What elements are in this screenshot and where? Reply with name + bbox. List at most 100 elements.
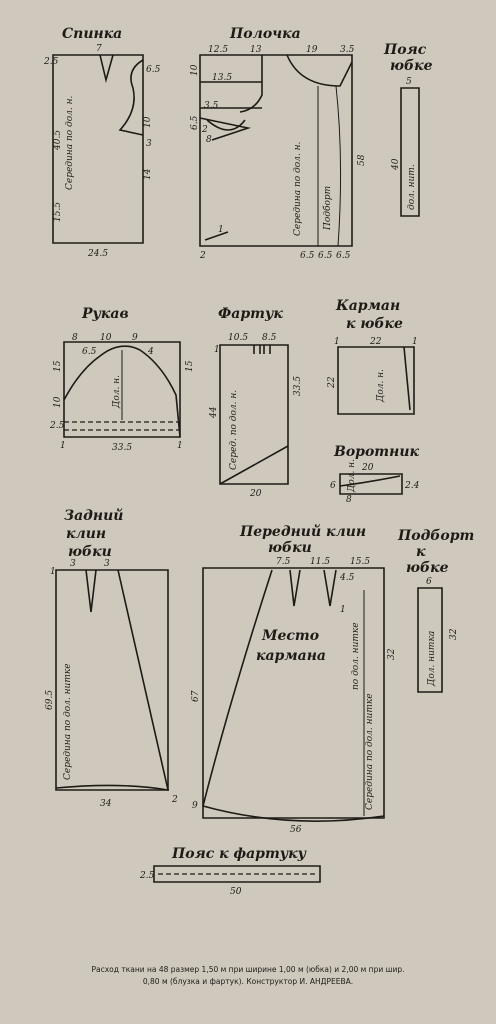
skirt-belt-title-2: юбке: [390, 58, 433, 74]
front-skirt-dim-c: 15.5: [350, 557, 370, 567]
front-armhole: [206, 119, 246, 131]
front-dim-c: 19: [306, 45, 318, 55]
apron-dim-b: 8.5: [262, 333, 277, 343]
back-skirt-dim-b: 3: [104, 559, 110, 569]
back-dim-f: 3: [146, 139, 152, 149]
apron-belt-dim-a: 2.5: [139, 871, 155, 881]
pocket-grain-label: Дол. н.: [376, 369, 386, 403]
footer-line-1: Расход ткани на 48 размер 1,50 м при шир…: [91, 965, 404, 974]
front-dim-p: 2: [201, 125, 208, 135]
sleeve-dim-h: 10: [53, 396, 63, 408]
sleeve-title: Рукав: [81, 306, 129, 322]
skirt-facing-dim-b: 32: [449, 628, 459, 640]
front-skirt-dim-e: 1: [340, 605, 346, 615]
back-armhole: [118, 59, 144, 136]
back-dart: [99, 54, 114, 84]
skirt-facing-dim-a: 6: [426, 577, 432, 587]
back-skirt-piece: Задний клин юбки 3 3 1 69.5 34 2 Середин…: [45, 507, 178, 809]
apron-belt-title: Пояс к фартуку: [171, 846, 307, 862]
sleeve-dim-e: 4: [147, 347, 154, 357]
front-bust-dart: [199, 117, 252, 141]
footer-line-2: 0,80 м (блузка и фартук). Конструктор И.…: [143, 977, 353, 986]
back-skirt-dim-d: 69.5: [45, 690, 55, 710]
sleeve-dim-g: 15: [185, 360, 195, 372]
pocket-title-1: Карман: [335, 298, 400, 314]
skirt-facing-title-2: к: [416, 544, 426, 560]
back-skirt-dart: [85, 569, 97, 613]
front-skirt-side: [202, 569, 385, 822]
front-skirt-pocket-1: Место: [261, 628, 319, 644]
front-skirt-dim-g: 56: [290, 825, 302, 835]
front-skirt-dim-i: 9: [192, 801, 198, 811]
skirt-facing-piece: Подборт к юбке 6 32 Дол. нитка: [397, 528, 474, 693]
sleeve-dim-c: 9: [132, 333, 138, 343]
front-hem-mark: [204, 231, 229, 241]
apron-dim-f: 20: [249, 489, 262, 499]
front-dim-b: 13: [250, 45, 262, 55]
front-grain-label: Середина по дол. н.: [293, 141, 303, 236]
apron-dim-c: 1: [214, 345, 220, 355]
collar-outline: [339, 473, 403, 495]
front-dim-m: 6.5: [318, 251, 333, 261]
apron-piece: Фартук 10.5 8.5 1 44 33.5 20 Серед. по д…: [209, 306, 303, 499]
front-dim-d: 3.5: [340, 45, 355, 55]
back-grain-label: Середина по дол. н.: [65, 95, 75, 190]
back-skirt-grain-label: Середина по дол. нитке: [63, 663, 73, 780]
skirt-belt-outline: [400, 87, 420, 217]
skirt-facing-grain-label: Дол. нитка: [427, 631, 437, 687]
collar-dim-d: 8: [346, 495, 352, 505]
sleeve-dim-d: 6.5: [82, 347, 97, 357]
sleeve-cap: [63, 345, 181, 438]
back-dim-h: 15.5: [53, 202, 63, 222]
front-skirt-dim-h: 32: [387, 648, 397, 660]
apron-belt-outline: [153, 865, 321, 883]
back-dim-a: 7: [96, 44, 102, 54]
front-dim-g: 3.5: [204, 101, 219, 111]
apron-pleats: [253, 345, 271, 354]
collar-title: Воротник: [333, 444, 419, 460]
front-title: Полочка: [229, 26, 301, 42]
sleeve-dim-f: 15: [53, 360, 63, 372]
pocket-dim-a: 1: [334, 337, 340, 347]
front-skirt-pocket-2: кармана: [256, 648, 326, 664]
back-skirt-dim-a: 3: [70, 559, 76, 569]
pocket-side-line: [403, 346, 411, 411]
back-skirt-title-2: клин: [66, 526, 106, 542]
front-facing-line: [335, 85, 342, 247]
apron-belt-piece: Пояс к фартуку 2.5 50: [139, 846, 321, 897]
pocket-dim-d: 22: [327, 376, 337, 389]
sleeve-dim-l: 1: [177, 441, 183, 451]
sleeve-dim-j: 33.5: [112, 443, 132, 453]
front-skirt-dim-b: 11.5: [310, 557, 330, 567]
skirt-belt-dim-a: 5: [406, 77, 412, 87]
footer-note: Расход ткани на 48 размер 1,50 м при шир…: [91, 965, 404, 986]
front-skirt-dart-2: [323, 569, 337, 607]
back-dim-d: 40.5: [53, 130, 63, 151]
collar-piece: Воротник 20 6 2.4 8 Дол. н.: [330, 444, 420, 505]
apron-dim-d: 44: [209, 406, 219, 419]
front-skirt-grain-label: Середина по дол. нитке: [365, 693, 375, 810]
collar-dim-b: 6: [330, 481, 336, 491]
back-dim-b: 2.5: [43, 57, 59, 67]
skirt-belt-piece: Пояс юбке 5 40 дол. нит.: [383, 42, 433, 217]
front-skirt-dim-a: 7.5: [276, 557, 291, 567]
pocket-piece: Карман к юбке 1 22 1 22 Дол. н.: [327, 298, 418, 415]
back-piece: Спинка 7 2.5 6.5 40.5 10 3 14 15.5 24.5 …: [43, 26, 161, 259]
front-dim-a: 12.5: [208, 45, 228, 55]
back-title: Спинка: [62, 26, 122, 42]
sleeve-dim-a: 8: [72, 333, 78, 343]
pocket-dim-c: 1: [412, 337, 418, 347]
front-skirt-dim-d: 4.5: [339, 573, 355, 583]
front-skirt-title-1: Передний клин: [239, 523, 366, 540]
back-dim-e: 10: [143, 116, 153, 128]
apron-grain-label: Серед. по дол. н.: [229, 390, 239, 470]
skirt-belt-grain: дол. нит.: [407, 164, 417, 210]
front-dim-j: 58: [357, 154, 367, 166]
apron-outline: [219, 344, 289, 485]
sleeve-grain-label: Дол. н.: [112, 375, 122, 409]
front-skirt-piece: Передний клин юбки 7.5 11.5 15.5 4.5 1 6…: [191, 523, 397, 835]
front-dim-e: 10: [190, 64, 200, 76]
skirt-facing-title-1: Подборт: [397, 528, 474, 544]
back-skirt-dim-c: 1: [50, 567, 56, 577]
back-dim-c: 6.5: [146, 65, 161, 75]
